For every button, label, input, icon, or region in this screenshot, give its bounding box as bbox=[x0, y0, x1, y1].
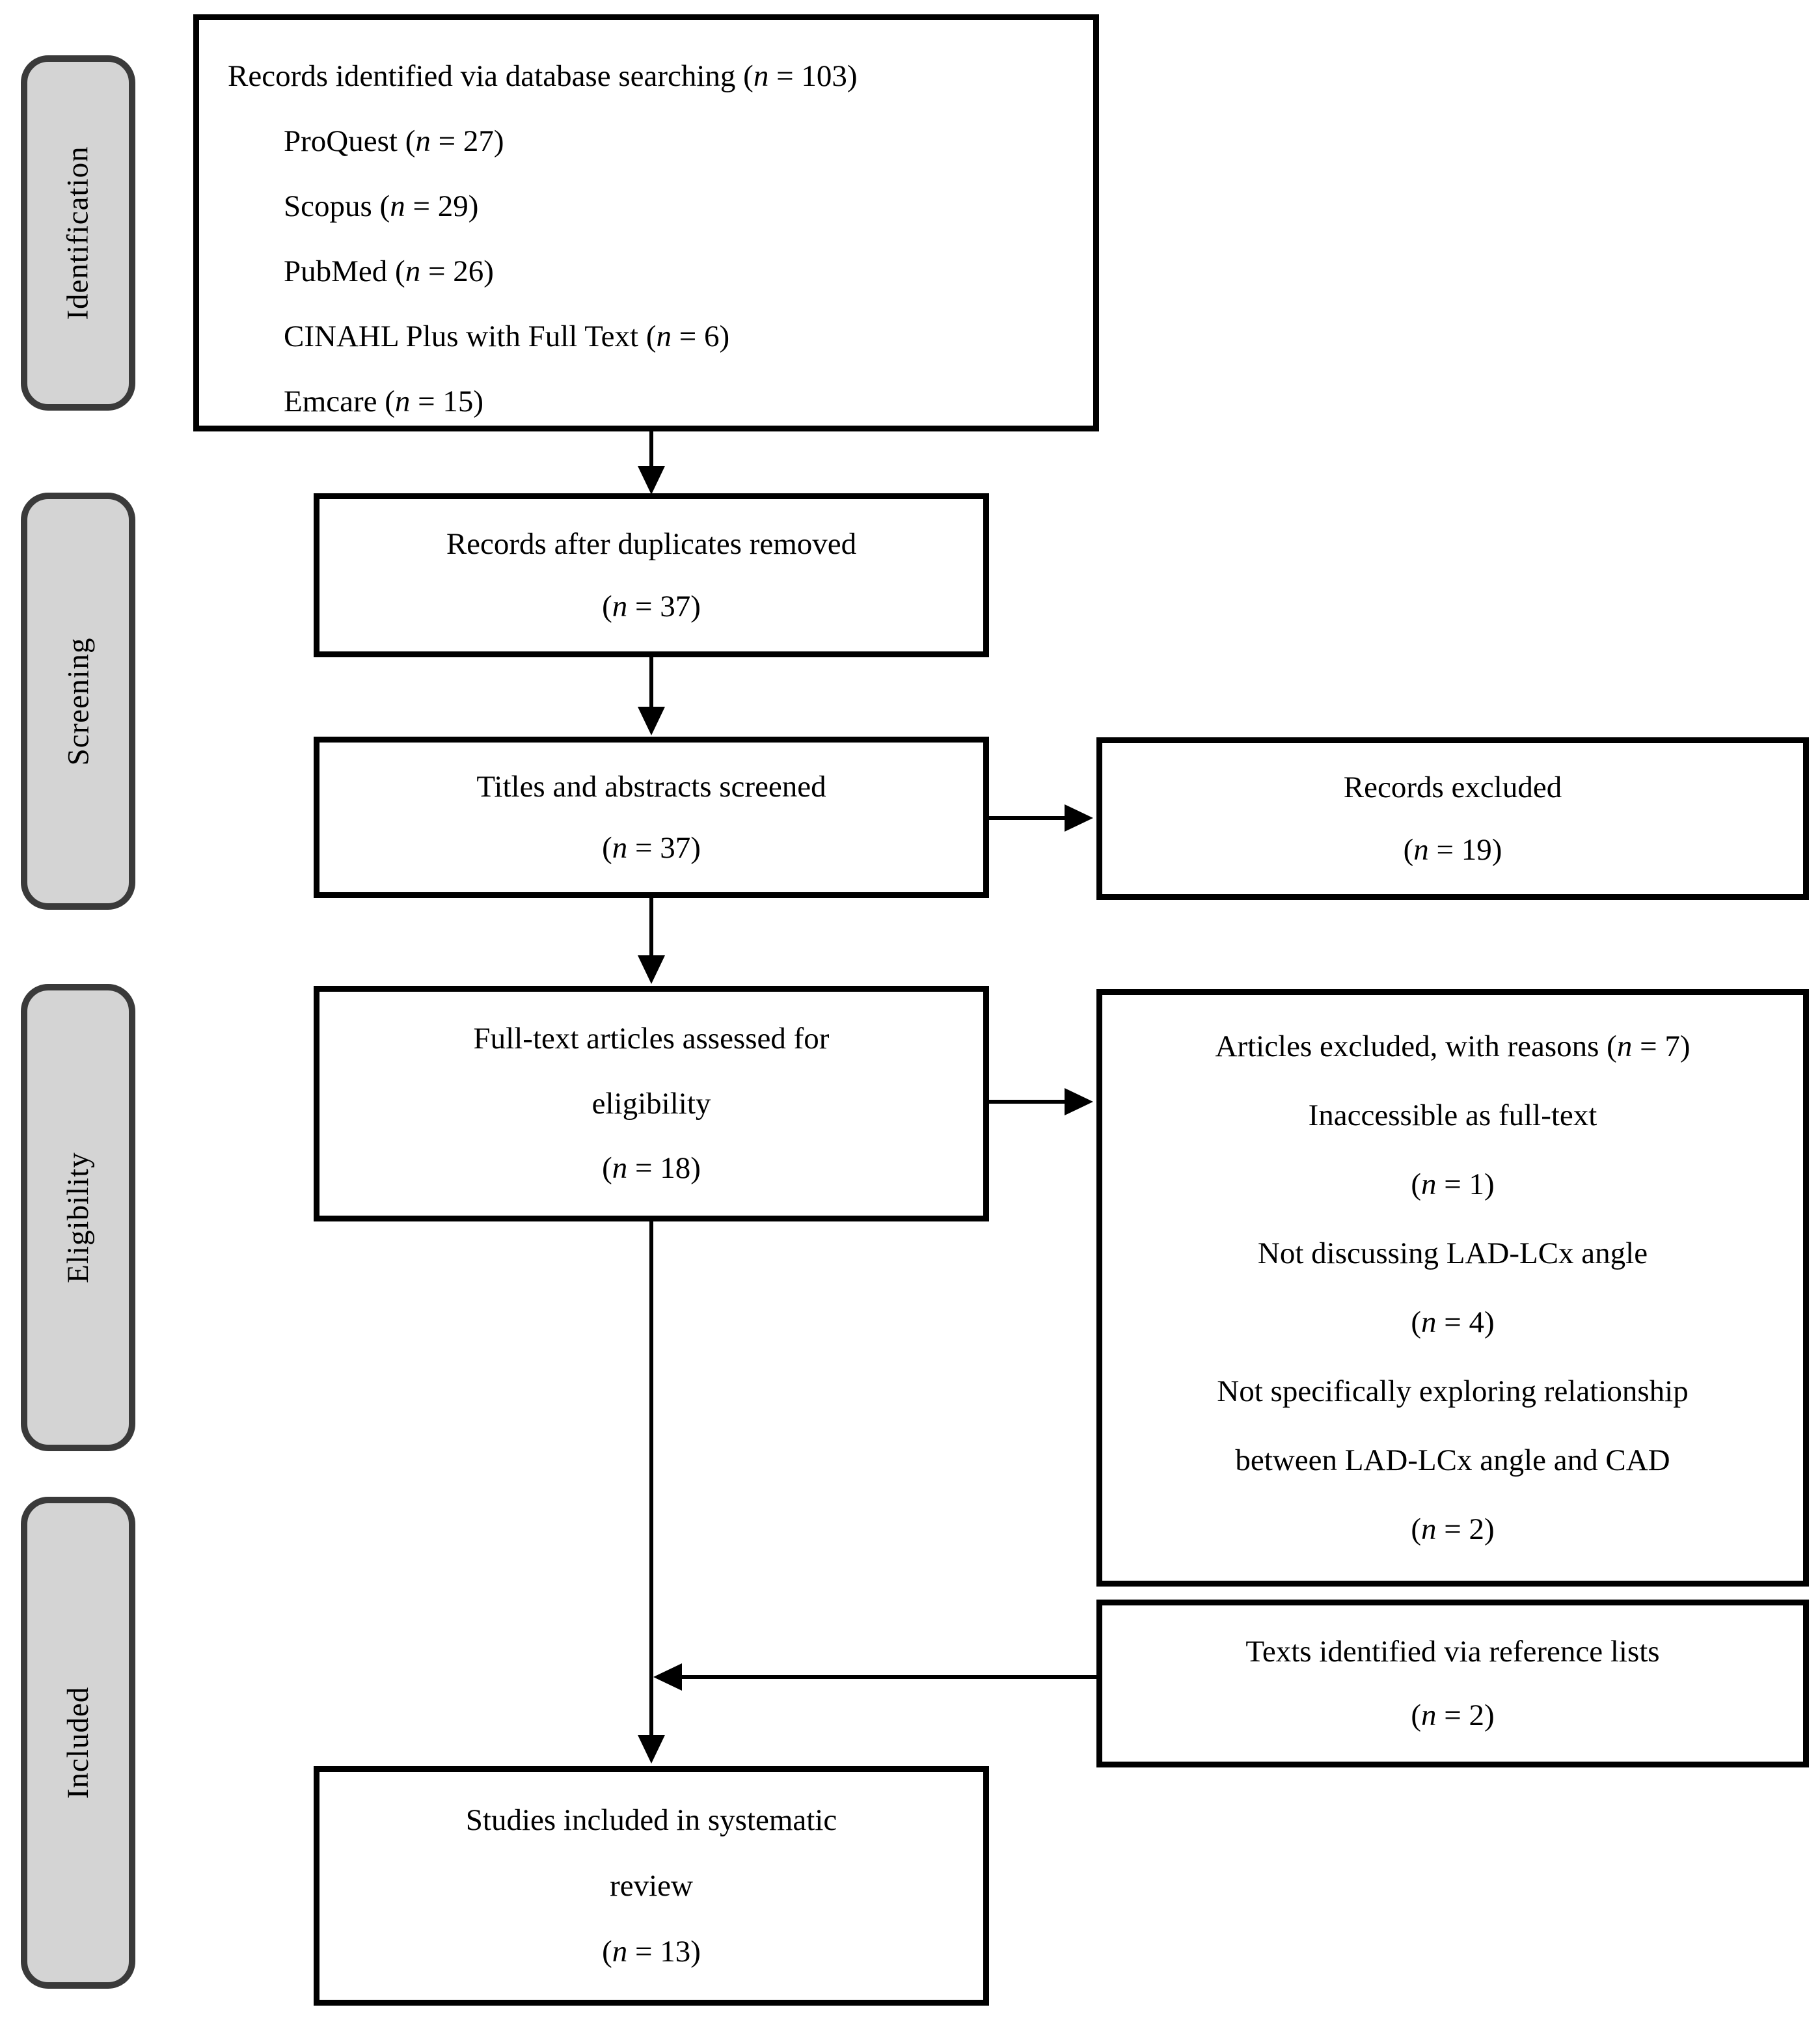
arrow-shaft bbox=[649, 1221, 653, 1737]
arrow-shaft bbox=[649, 657, 653, 709]
reason-not-discussing-count: (n = 4) bbox=[1411, 1305, 1495, 1339]
arrow-shaft bbox=[989, 816, 1067, 820]
stage-included-label: Included bbox=[61, 1686, 95, 1799]
arrow-shaft bbox=[989, 1100, 1067, 1104]
dedup-count: (n = 37) bbox=[602, 589, 701, 623]
screened-count: (n = 37) bbox=[602, 831, 701, 866]
arrow-head-right-icon bbox=[1065, 804, 1093, 832]
box-records-identified: Records identified via database searchin… bbox=[193, 14, 1099, 431]
arrow-head-down-icon bbox=[638, 955, 665, 984]
fulltext-count: (n = 18) bbox=[602, 1151, 701, 1186]
included-text-1: Studies included in systematic bbox=[465, 1803, 837, 1837]
records-excluded-count: (n = 19) bbox=[1403, 832, 1502, 867]
reason-not-exploring-2: between LAD-LCx angle and CAD bbox=[1235, 1443, 1670, 1477]
arrow-head-down-icon bbox=[638, 707, 665, 735]
box-studies-included: Studies included in systematic review (n… bbox=[314, 1766, 989, 2006]
reference-texts-count: (n = 2) bbox=[1411, 1698, 1495, 1732]
stage-eligibility: Eligibility bbox=[21, 984, 135, 1451]
fulltext-text-1: Full-text articles assessed for bbox=[473, 1022, 830, 1056]
arrow-head-down-icon bbox=[638, 1735, 665, 1764]
source-scopus: Scopus (n = 29) bbox=[284, 189, 479, 223]
box-titles-screened: Titles and abstracts screened (n = 37) bbox=[314, 737, 989, 898]
stage-included: Included bbox=[21, 1497, 135, 1989]
records-excluded-text: Records excluded bbox=[1343, 770, 1562, 805]
arrow-head-down-icon bbox=[638, 466, 665, 495]
box-reference-texts: Texts identified via reference lists (n … bbox=[1096, 1600, 1809, 1767]
source-proquest: ProQuest (n = 27) bbox=[284, 124, 504, 158]
arrow-head-left-icon bbox=[653, 1663, 682, 1691]
reason-inaccessible-count: (n = 1) bbox=[1411, 1167, 1495, 1201]
stage-screening-label: Screening bbox=[61, 637, 95, 765]
reason-inaccessible: Inaccessible as full-text bbox=[1308, 1098, 1597, 1132]
screened-text: Titles and abstracts screened bbox=[476, 769, 826, 804]
stage-screening: Screening bbox=[21, 493, 135, 910]
box-duplicates-removed: Records after duplicates removed (n = 37… bbox=[314, 493, 989, 657]
source-cinahl: CINAHL Plus with Full Text (n = 6) bbox=[284, 320, 730, 353]
included-text-2: review bbox=[610, 1868, 693, 1903]
reason-not-exploring-1: Not specifically exploring relationship bbox=[1217, 1374, 1689, 1408]
box-records-excluded: Records excluded (n = 19) bbox=[1096, 737, 1809, 900]
arrow-shaft bbox=[649, 898, 653, 958]
reason-not-discussing: Not discussing LAD-LCx angle bbox=[1257, 1236, 1648, 1270]
source-pubmed: PubMed (n = 26) bbox=[284, 254, 494, 288]
arrow-shaft bbox=[649, 431, 653, 469]
reference-texts-text: Texts identified via reference lists bbox=[1245, 1634, 1660, 1669]
fulltext-text-2: eligibility bbox=[591, 1086, 711, 1121]
arrow-shaft bbox=[681, 1675, 1096, 1679]
articles-excluded-title: Articles excluded, with reasons (n = 7) bbox=[1215, 1029, 1691, 1063]
stage-eligibility-label: Eligibility bbox=[61, 1152, 95, 1283]
stage-identification: Identification bbox=[21, 55, 135, 411]
arrow-head-right-icon bbox=[1065, 1088, 1093, 1115]
source-emcare: Emcare (n = 15) bbox=[284, 385, 484, 418]
box-articles-excluded: Articles excluded, with reasons (n = 7) … bbox=[1096, 989, 1809, 1587]
dedup-text: Records after duplicates removed bbox=[446, 526, 857, 561]
stage-identification-label: Identification bbox=[61, 146, 95, 320]
records-identified-title: Records identified via database searchin… bbox=[228, 59, 858, 93]
reason-not-exploring-count: (n = 2) bbox=[1411, 1512, 1495, 1546]
box-fulltext-assessed: Full-text articles assessed for eligibil… bbox=[314, 986, 989, 1221]
included-count: (n = 13) bbox=[602, 1934, 701, 1969]
